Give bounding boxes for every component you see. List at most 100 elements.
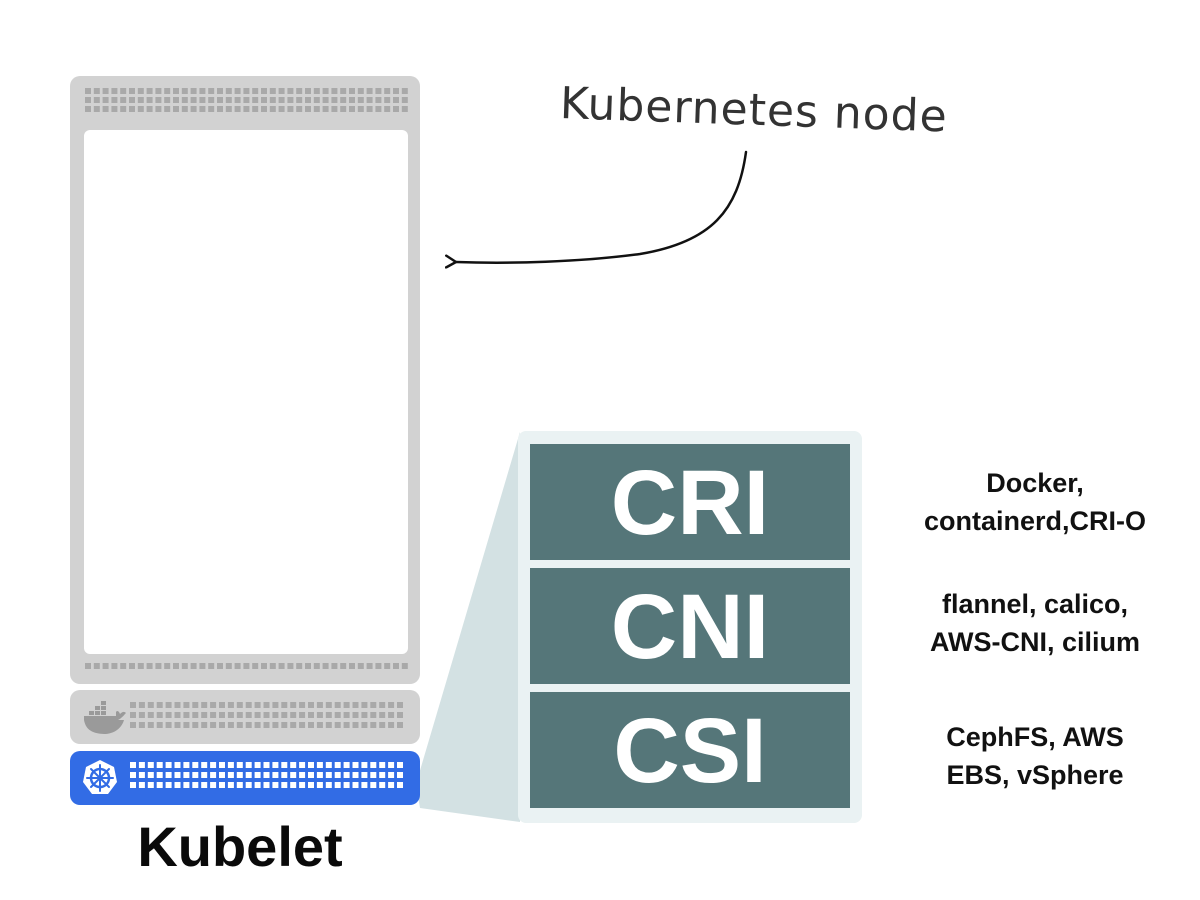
vent-dot	[190, 88, 197, 94]
vent-dot	[227, 702, 234, 708]
vent-dot	[313, 97, 320, 103]
vent-dot	[397, 702, 403, 708]
vent-dot	[349, 663, 355, 669]
vent-dot	[272, 722, 279, 728]
vent-dot	[217, 106, 223, 112]
vent-dot	[401, 106, 408, 112]
vent-dot	[111, 106, 118, 112]
vent-dot	[146, 97, 153, 103]
vent-dot	[313, 663, 320, 669]
vent-dot	[219, 762, 225, 768]
vent-dot	[173, 106, 179, 112]
vent-dot	[183, 712, 190, 718]
vent-dot	[93, 88, 100, 94]
vent-dot	[357, 663, 364, 669]
interface-label-cni: CNI	[611, 576, 769, 678]
vent-dot	[164, 106, 171, 112]
vent-dot	[201, 782, 208, 788]
vent-dot	[234, 106, 241, 112]
vent-dot	[388, 782, 395, 788]
vent-dot	[155, 663, 162, 669]
vent-dot	[111, 663, 118, 669]
vent-dot	[322, 88, 329, 94]
vent-dot	[308, 762, 314, 768]
vent-dot	[147, 722, 154, 728]
vent-dot	[393, 97, 399, 103]
vent-dot	[254, 702, 261, 708]
vent-dot	[325, 722, 332, 728]
vent-dot	[397, 722, 403, 728]
vent-dot	[227, 782, 234, 788]
vent-dot	[308, 722, 314, 728]
vent-dot	[340, 97, 347, 103]
vent-dot	[164, 97, 171, 103]
runtime-slot	[70, 690, 420, 744]
bottom-vent	[85, 663, 408, 669]
vent-dot	[322, 663, 329, 669]
vent-dot	[313, 106, 320, 112]
vent-dot	[325, 782, 332, 788]
vent-dot	[272, 782, 279, 788]
vent-dot	[129, 106, 135, 112]
vent-dot	[165, 712, 172, 718]
vent-dot	[236, 782, 243, 788]
vent-dot	[181, 88, 188, 94]
vent-dot	[370, 762, 377, 768]
vent-dot	[340, 88, 347, 94]
vent-dot	[384, 97, 391, 103]
vent-dot	[305, 106, 311, 112]
vent-dot	[227, 712, 234, 718]
vent-dot	[370, 712, 377, 718]
vent-dot	[393, 663, 399, 669]
impl-line: containerd,CRI-O	[923, 506, 1146, 536]
vent-dot	[190, 106, 197, 112]
vent-dot	[219, 772, 225, 778]
csi-implementations: CephFS, AWS EBS, vSphere	[885, 718, 1185, 794]
interface-block-cri	[530, 444, 850, 560]
vent-dot	[290, 762, 297, 768]
vent-dot	[305, 663, 311, 669]
vent-dot	[147, 782, 154, 788]
vent-dot	[366, 663, 373, 669]
vent-dot	[164, 663, 171, 669]
vent-dot	[130, 782, 136, 788]
vent-dot	[263, 722, 270, 728]
vent-dot	[384, 88, 391, 94]
vent-dot	[252, 106, 259, 112]
vent-dot	[322, 106, 329, 112]
vent-dot	[287, 88, 294, 94]
vent-dot	[165, 762, 172, 768]
vent-dot	[199, 106, 206, 112]
vent-dot	[165, 722, 172, 728]
vent-dot	[334, 722, 341, 728]
vent-dot	[269, 88, 276, 94]
vent-dot	[352, 762, 359, 768]
vent-dot	[138, 722, 145, 728]
vent-dot	[290, 782, 297, 788]
vent-dot	[343, 762, 350, 768]
vent-dot	[137, 97, 144, 103]
vent-dot	[397, 762, 403, 768]
vent-dot	[290, 712, 297, 718]
vent-dot	[281, 762, 288, 768]
kubernetes-helm-icon	[83, 760, 117, 794]
vent-dot	[349, 97, 355, 103]
vent-dot	[316, 782, 323, 788]
vent-dot	[137, 106, 144, 112]
vent-dot	[183, 702, 190, 708]
vent-dot	[261, 88, 267, 94]
vent-dot	[138, 712, 145, 718]
vent-dot	[401, 97, 408, 103]
vent-dot	[225, 88, 232, 94]
vent-dot	[208, 88, 215, 94]
vent-dot	[316, 762, 323, 768]
vent-dot	[181, 97, 188, 103]
vent-dot	[287, 106, 294, 112]
vent-dot	[263, 712, 270, 718]
vent-dot	[308, 782, 314, 788]
vent-dot	[227, 772, 234, 778]
vent-dot	[174, 722, 181, 728]
vent-dot	[85, 88, 91, 94]
vent-dot	[384, 663, 391, 669]
vent-dot	[388, 722, 395, 728]
